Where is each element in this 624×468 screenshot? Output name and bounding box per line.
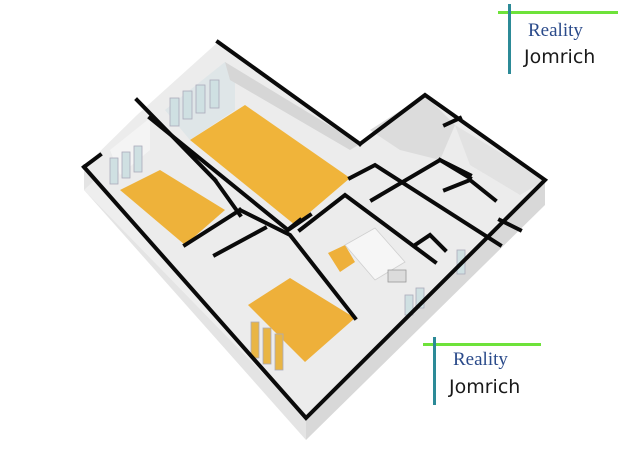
logo-text-reality: Reality [453,349,508,370]
floor-living-room [190,105,350,225]
logo-teal-bar [433,337,436,405]
logo-text-jomrich: Jomrich [524,46,596,68]
floor-bedroom-bottom [248,278,355,362]
wall-tops [81,39,549,421]
logo-text-jomrich: Jomrich [449,376,521,398]
kitchen-fixtures [344,227,407,283]
logo-text-reality: Reality [528,20,583,41]
floor-kitchen [328,245,355,272]
logo-teal-bar [508,4,511,74]
logo-green-bar [498,11,618,14]
logo-green-bar [423,343,541,346]
room-floors [120,105,355,362]
floor-bedroom-left [120,170,225,245]
logo-watermark-top: Reality Jomrich [498,4,618,74]
logo-watermark-bottom: Reality Jomrich [423,337,543,407]
